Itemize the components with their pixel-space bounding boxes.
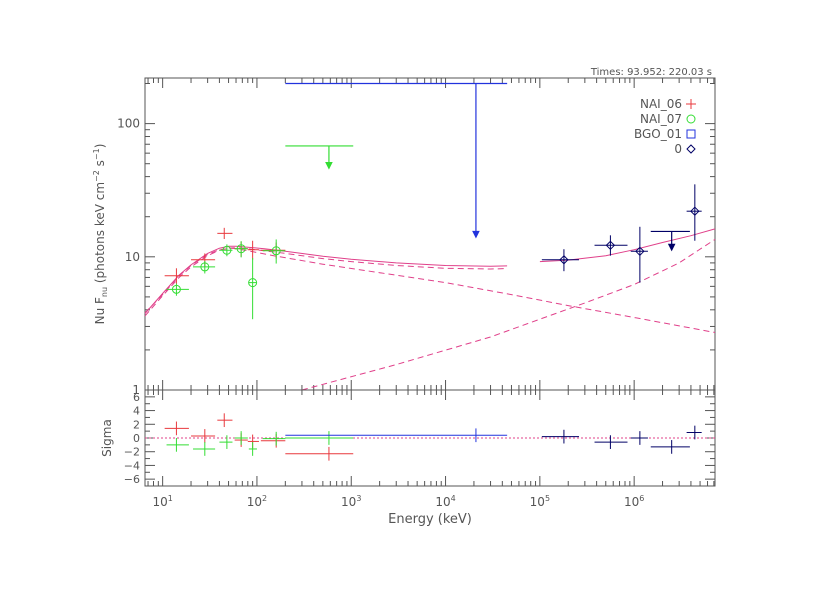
residual-point: [262, 431, 286, 446]
residual-point: [541, 429, 579, 444]
data-point: [262, 239, 286, 264]
residual-point: [193, 442, 216, 456]
diamond-marker: [690, 206, 700, 216]
y-axis-label-close: ): [93, 144, 107, 149]
y-axis-label-unit-a: (photons keV cm: [93, 182, 107, 287]
data-point: [193, 261, 216, 274]
upper-limit-arrow: [667, 243, 676, 252]
upper-limit-arrow: [472, 230, 480, 239]
residual-y-tick-label: −2: [124, 446, 140, 459]
circle-marker: [248, 278, 258, 288]
data-point: [686, 184, 702, 241]
residual-point: [219, 435, 233, 449]
data-point: [217, 227, 233, 240]
residual-point: [234, 431, 248, 445]
residual-point: [248, 442, 257, 456]
residual-point: [285, 431, 354, 445]
y-axis-label-exp-b: −1: [92, 148, 101, 160]
upper-limit: [285, 145, 354, 170]
residual-y-tick-label: 4: [133, 405, 140, 418]
circle-marker: [236, 244, 246, 254]
x-tick-label: 102: [247, 494, 267, 509]
residual-point: [191, 429, 216, 443]
diamond-marker: [686, 144, 696, 154]
data-point: [219, 244, 233, 257]
legend-label: NAI_06: [640, 97, 682, 111]
legend-label: NAI_07: [640, 112, 682, 126]
data-point: [234, 241, 248, 258]
y-tick-label: 10: [125, 250, 140, 264]
model-high-powerlaw-curve: [301, 238, 716, 391]
spectrum-data-points: [164, 184, 702, 320]
data-point: [164, 268, 189, 284]
legend-label: BGO_01: [634, 127, 682, 141]
upper-limit: [285, 82, 508, 239]
data-point: [248, 257, 258, 320]
residual-point: [217, 413, 233, 428]
spectrum-plot-frame: [144, 77, 716, 391]
x-axis-label: Energy (keV): [388, 512, 472, 527]
diamond-marker: [605, 240, 616, 251]
residual-y-tick-label: −6: [124, 473, 140, 486]
residual-point: [630, 431, 648, 445]
residual-point: [166, 438, 189, 452]
x-tick-label: 105: [530, 494, 550, 509]
residual-y-tick-label: 2: [133, 418, 140, 431]
residual-point: [686, 425, 702, 440]
residual-point: [285, 428, 508, 443]
square-marker: [686, 129, 696, 139]
times-label: Times: 93.952: 220.03 s: [590, 67, 712, 78]
circle-marker: [222, 245, 232, 255]
residual-point: [260, 433, 286, 448]
upper-limits: [285, 82, 690, 252]
diamond-marker: [559, 255, 569, 265]
residual-y-label: Sigma: [100, 419, 114, 457]
circle-marker: [686, 114, 696, 124]
x-tick-label: 101: [152, 494, 172, 509]
legend-label: 0: [674, 142, 682, 156]
x-tick-label: 103: [341, 494, 361, 509]
model-total-curve: [144, 245, 508, 314]
y-axis-label-sub: nu: [100, 287, 109, 297]
x-tick-label: 104: [435, 494, 455, 509]
residual-point: [594, 435, 628, 449]
data-point: [541, 249, 579, 272]
residual-y-tick-label: 6: [133, 391, 140, 404]
residual-point: [650, 440, 690, 454]
y-axis-label-unit-b: s: [93, 160, 107, 170]
y-axis-label: Nu Fnu (photons keV cm−2 s−1): [92, 144, 109, 325]
circle-marker: [171, 284, 181, 294]
upper-limit: [650, 230, 690, 252]
upper-limit-arrow: [325, 162, 333, 170]
data-point: [166, 283, 189, 296]
y-tick-label: 100: [117, 117, 140, 131]
spectrum-y-ticks: 1 10 100: [117, 78, 715, 397]
data-point: [247, 240, 259, 260]
residual-y-tick-label: −4: [124, 459, 140, 472]
circle-marker: [271, 246, 281, 256]
residual-y-tick-label: 0: [133, 432, 140, 445]
x-tick-label: 106: [624, 494, 644, 509]
residual-point: [247, 434, 259, 449]
residual-point: [285, 446, 354, 461]
diamond-marker: [635, 246, 645, 256]
data-point: [630, 226, 648, 283]
data-point: [594, 235, 628, 256]
residual-data-points: [164, 413, 702, 461]
circle-marker: [200, 262, 210, 272]
residual-point: [164, 421, 189, 436]
model-band-curve: [144, 247, 508, 317]
model-curves: [144, 228, 716, 391]
model-cutoff-powerlaw-curve: [144, 247, 716, 333]
y-axis-label-main: Nu F: [93, 297, 107, 324]
y-axis-label-exp-a: −2: [92, 170, 101, 182]
y-tick-label: 1: [132, 383, 140, 397]
